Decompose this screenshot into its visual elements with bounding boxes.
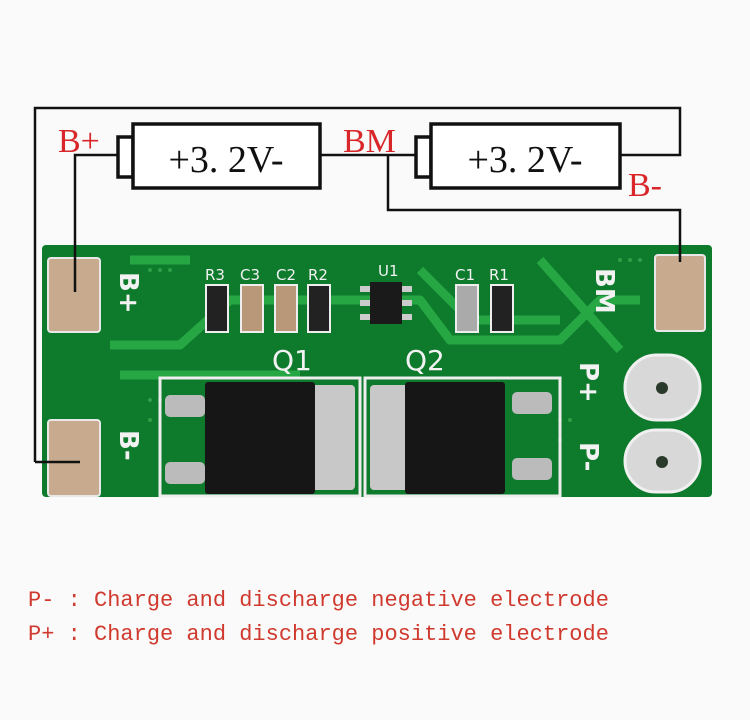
silk-q2: Q2 [405, 344, 445, 377]
pad-p-plus [623, 353, 702, 422]
label-bm: BM [343, 123, 396, 160]
silk-c1: C1 [455, 266, 475, 284]
silk-b-plus: B+ [113, 272, 143, 314]
smd-components [205, 284, 514, 333]
wiring [33, 106, 682, 464]
battery-2 [414, 122, 622, 190]
silk-bm: BM [589, 268, 619, 314]
silk-p-minus: P- [573, 442, 603, 471]
silk-c2: C2 [276, 266, 296, 284]
silk-r2: R2 [308, 266, 328, 284]
silk-r3: R3 [205, 266, 225, 284]
silk-q1: Q1 [272, 344, 312, 377]
label-b-minus: B- [628, 167, 662, 204]
u1-chip [360, 282, 412, 324]
legend-p-minus: P- : Charge and discharge negative elect… [28, 588, 609, 613]
legend-p-plus: P+ : Charge and discharge positive elect… [28, 622, 609, 647]
pad-p-minus [623, 428, 702, 494]
silk-c3: C3 [240, 266, 260, 284]
pad-b-minus [47, 419, 101, 497]
battery-1 [116, 122, 322, 190]
pad-bm [654, 254, 706, 332]
mosfet-q2 [363, 376, 562, 498]
silk-p-plus: P+ [573, 362, 603, 403]
silk-r1: R1 [489, 266, 509, 284]
battery-1-label: +3. 2V- [168, 139, 283, 181]
label-b-plus: B+ [58, 123, 100, 160]
silk-u1: U1 [378, 262, 399, 280]
silk-b-minus: B- [113, 430, 143, 461]
battery-2-label: +3. 2V- [467, 139, 582, 181]
mosfet-q1 [158, 376, 362, 498]
